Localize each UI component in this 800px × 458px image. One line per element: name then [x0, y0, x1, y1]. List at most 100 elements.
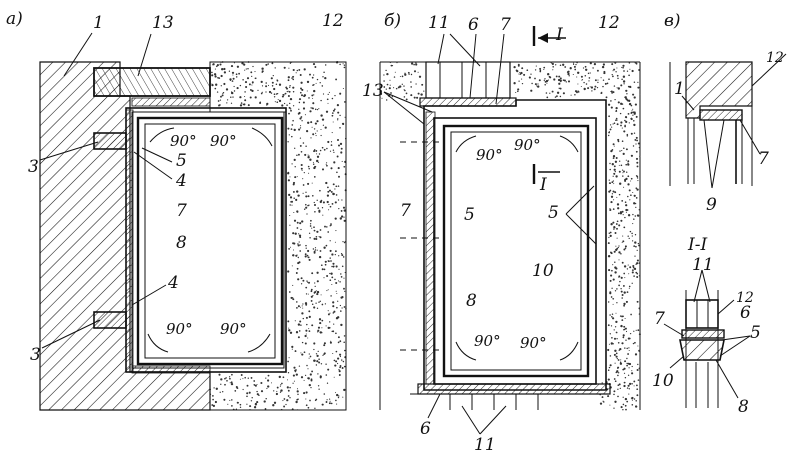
concrete-dot: [614, 362, 616, 364]
concrete-dot: [305, 333, 307, 335]
concrete-dot: [623, 147, 625, 150]
concrete-dot: [293, 197, 295, 199]
concrete-dot: [592, 67, 594, 69]
concrete-dot: [614, 271, 617, 274]
concrete-dot: [618, 224, 621, 227]
concrete-dot: [273, 390, 275, 392]
concrete-dot: [289, 62, 292, 64]
leader-1-c: [681, 95, 695, 111]
concrete-dot: [608, 232, 611, 235]
concrete-dot: [231, 373, 233, 376]
concrete-dot: [220, 95, 222, 98]
concrete-dot: [562, 92, 565, 95]
concrete-dot: [613, 165, 616, 168]
concrete-dot: [562, 63, 565, 66]
concrete-dot: [417, 71, 419, 73]
concrete-dot: [612, 264, 614, 266]
concrete-dot: [635, 143, 637, 145]
concrete-dot: [302, 178, 304, 180]
concrete-dot: [287, 395, 290, 397]
section-board-c: [681, 329, 725, 339]
concrete-dot: [607, 301, 610, 303]
concrete-dot: [277, 98, 279, 101]
concrete-dot: [318, 153, 321, 155]
concrete-dot: [335, 230, 337, 232]
concrete-dot: [256, 383, 258, 386]
concrete-dot: [526, 69, 529, 72]
concrete-dot: [631, 404, 634, 406]
concrete-dot: [609, 279, 612, 282]
concrete-dot: [635, 150, 638, 153]
concrete-dot: [239, 406, 242, 408]
concrete-dot: [621, 261, 624, 264]
concrete-dot: [612, 180, 615, 182]
concrete-dot: [329, 341, 332, 344]
concrete-dot: [229, 78, 232, 81]
concrete-dot: [284, 92, 287, 95]
concrete-dot: [635, 175, 638, 177]
concrete-dot: [249, 96, 252, 99]
concrete-dot: [323, 246, 326, 249]
concrete-dot: [616, 302, 618, 304]
concrete-dot: [389, 84, 391, 86]
concrete-dot: [295, 373, 298, 376]
concrete-dot: [228, 376, 231, 378]
concrete-dot: [627, 214, 631, 217]
concrete-dot: [317, 329, 320, 332]
concrete-dot: [610, 252, 613, 255]
concrete-dot: [610, 274, 613, 277]
concrete-dot: [246, 384, 249, 387]
concrete-dot: [291, 345, 294, 348]
concrete-dot: [330, 167, 333, 170]
concrete-dot: [222, 91, 225, 94]
concrete-dot: [321, 268, 324, 271]
concrete-dot: [332, 121, 334, 123]
concrete-dot: [341, 160, 343, 162]
leader-5-sec-c2: [719, 335, 751, 357]
concrete-dot: [316, 78, 319, 81]
concrete-dot: [601, 396, 604, 399]
concrete-dot: [608, 179, 610, 181]
concrete-dot: [612, 208, 615, 210]
concrete-dot: [308, 357, 310, 359]
concrete-dot: [320, 264, 323, 267]
concrete-dot: [622, 396, 624, 398]
concrete-dot: [614, 290, 617, 292]
concrete-dot: [320, 363, 323, 365]
concrete-dot: [300, 163, 303, 167]
concrete-dot: [635, 62, 638, 65]
concrete-dot: [615, 106, 618, 110]
concrete-dot: [252, 65, 254, 68]
concrete-dot: [267, 374, 270, 377]
concrete-dot: [333, 359, 336, 362]
concrete-dot: [296, 176, 298, 178]
concrete-dot: [620, 288, 622, 290]
concrete-dot: [618, 193, 621, 196]
concrete-dot: [620, 121, 623, 124]
concrete-dot: [303, 351, 306, 354]
concrete-dot: [590, 86, 594, 89]
concrete-dot: [628, 347, 630, 349]
concrete-dot: [314, 211, 316, 213]
concrete-dot: [332, 312, 335, 314]
concrete-dot: [407, 71, 410, 74]
callout-7-left-b: 7: [400, 201, 411, 221]
panel-label-b: б): [384, 11, 401, 31]
concrete-dot: [624, 201, 627, 204]
concrete-dot: [222, 391, 224, 393]
concrete-dot: [626, 70, 629, 72]
concrete-dot: [247, 104, 250, 107]
concrete-dot: [337, 167, 340, 170]
concrete-dot: [343, 277, 345, 279]
angle-label-br-a: 90°: [220, 320, 247, 338]
concrete-dot: [622, 172, 624, 174]
concrete-dot: [304, 255, 307, 257]
top-board-b: [419, 97, 517, 107]
concrete-dot: [572, 63, 575, 66]
concrete-dot: [327, 368, 330, 371]
concrete-dot: [517, 63, 520, 66]
concrete-dot: [314, 122, 317, 125]
concrete-dot: [244, 81, 248, 84]
concrete-dot: [311, 324, 314, 327]
concrete-dot: [219, 63, 222, 66]
